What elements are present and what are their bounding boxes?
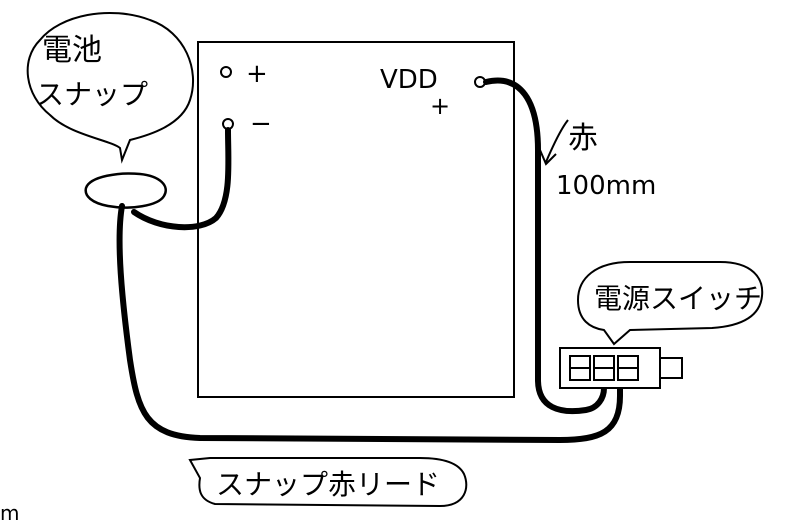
power-switch <box>559 347 683 389</box>
power-switch-label: 電源スイッチ <box>594 282 762 315</box>
wire-red-label: 赤 <box>568 121 598 156</box>
snap-red-lead-wire <box>116 203 623 444</box>
battery-snap-bubble <box>26 11 195 164</box>
snap-red-lead-label: スナップ赤リード <box>216 468 440 501</box>
vdd-label: VDD <box>380 65 438 95</box>
corner-fragment-text: m <box>0 501 19 524</box>
red-wire-vdd <box>483 77 607 415</box>
snap-red-lead-bubble <box>188 457 468 508</box>
battery-snap-connector <box>84 172 167 209</box>
vdd-plus-label: + <box>430 92 450 120</box>
terminal-plus-circle <box>220 66 232 78</box>
battery-snap-label-line2: スナップ <box>36 78 148 111</box>
power-switch-bubble <box>576 261 764 346</box>
wire-length-label: 100mm <box>556 171 656 201</box>
terminal-plus-label: + <box>246 59 268 89</box>
red-wire-arrow <box>545 119 569 163</box>
black-wire-minus <box>131 127 232 231</box>
terminal-minus-label: − <box>250 109 272 139</box>
red-wire-arrowhead <box>539 149 557 166</box>
battery-snap-label-line1: 電池 <box>42 33 102 68</box>
circuit-board <box>197 41 515 398</box>
